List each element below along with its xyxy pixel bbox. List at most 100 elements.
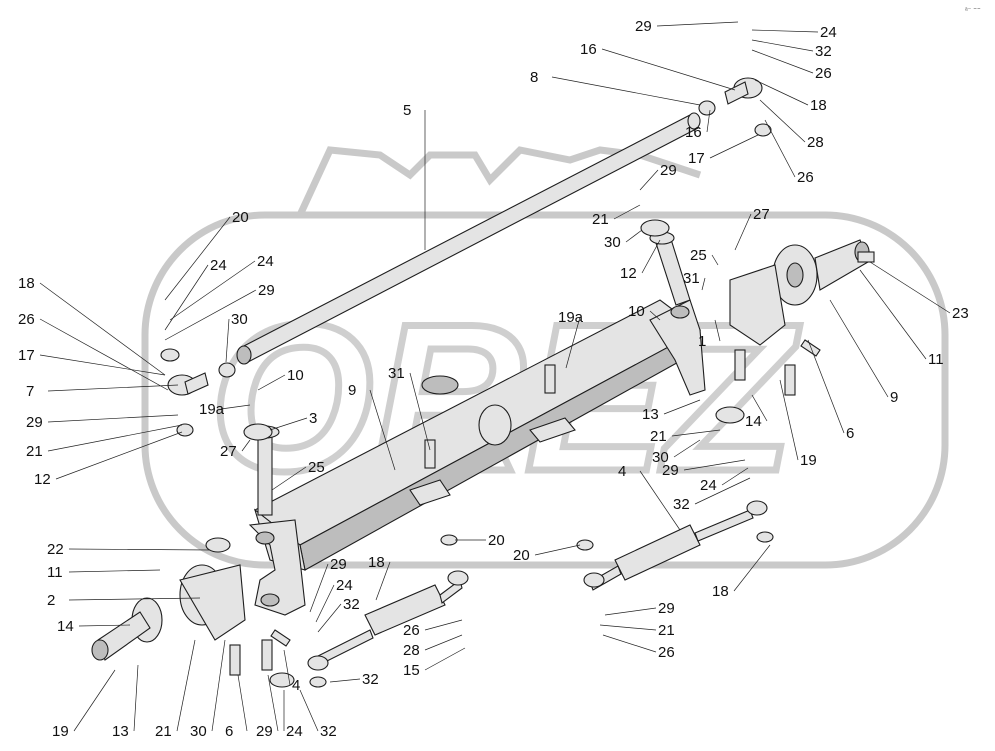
leader-line: [299, 689, 319, 732]
tie-rod: [236, 112, 701, 365]
left-cylinder: [307, 570, 469, 671]
leader-line: [751, 49, 814, 74]
part-label-24: 24: [820, 24, 837, 41]
leader-line: [869, 261, 951, 314]
part-label-23: 23: [952, 305, 969, 322]
leader-line: [565, 316, 581, 369]
leader-line: [39, 282, 166, 376]
part-label-24: 24: [336, 577, 353, 594]
leader-line: [78, 624, 131, 627]
left-hub: [91, 537, 246, 661]
part-label-18: 18: [18, 275, 35, 292]
leader-line: [694, 477, 751, 505]
leader-line: [663, 399, 701, 415]
part-label-16: 16: [685, 124, 702, 141]
small-parts: [160, 77, 821, 688]
leader-line: [47, 384, 179, 392]
part-label-32: 32: [320, 723, 337, 740]
part-label-4: 4: [292, 677, 300, 694]
part-label-20: 20: [232, 209, 249, 226]
leader-line: [641, 239, 661, 274]
leader-line: [375, 561, 391, 601]
leader-line: [779, 379, 799, 461]
leader-line: [721, 467, 749, 486]
leader-line: [237, 674, 248, 732]
leader-line: [169, 260, 256, 321]
leader-line: [733, 544, 771, 592]
leader-line: [164, 264, 209, 331]
leader-line: [807, 339, 845, 434]
part-label-28: 28: [807, 134, 824, 151]
leader-line: [47, 414, 179, 423]
part-label-1: 1: [698, 333, 706, 350]
part-label-26: 26: [658, 644, 675, 661]
leader-line: [604, 607, 657, 616]
leader-line: [47, 424, 183, 452]
leader-line: [267, 674, 279, 732]
part-label-10: 10: [628, 303, 645, 320]
leader-line: [649, 310, 661, 321]
leader-line: [68, 548, 211, 551]
leader-line: [764, 119, 796, 178]
leader-line: [751, 394, 768, 422]
leader-line: [220, 404, 251, 410]
leader-line: [683, 459, 746, 471]
part-label-24: 24: [700, 477, 717, 494]
part-label-19: 19: [52, 723, 69, 740]
part-label-30: 30: [604, 234, 621, 251]
part-label-15: 15: [403, 662, 420, 679]
part-label-3: 3: [309, 410, 317, 427]
part-label-20: 20: [513, 547, 530, 564]
part-label-21: 21: [650, 428, 667, 445]
part-label-20: 20: [488, 532, 505, 549]
leader-line: [625, 229, 643, 243]
part-label-18: 18: [810, 97, 827, 114]
corner-mark: ᵃ⁻ ⁼⁼: [965, 7, 981, 14]
leader-line: [671, 429, 721, 437]
leader-line: [759, 99, 806, 143]
part-label-13: 13: [642, 406, 659, 423]
part-label-26: 26: [18, 311, 35, 328]
part-label-26: 26: [403, 622, 420, 639]
leader-line: [714, 319, 721, 342]
part-label-22: 22: [47, 541, 64, 558]
part-label-12: 12: [620, 265, 637, 282]
leader-line: [269, 417, 308, 431]
leader-line: [315, 584, 335, 623]
part-label-24: 24: [257, 253, 274, 270]
part-label-30: 30: [231, 311, 248, 328]
part-label-12: 12: [34, 471, 51, 488]
leader-line: [711, 254, 719, 266]
part-label-5: 5: [403, 102, 411, 119]
part-label-11: 11: [928, 351, 944, 368]
leader-line: [68, 569, 161, 573]
part-label-21: 21: [592, 211, 609, 228]
leader-line: [656, 21, 739, 27]
part-label-24: 24: [286, 723, 303, 740]
leader-line: [164, 216, 231, 301]
leader-line: [317, 603, 342, 633]
part-label-18: 18: [368, 554, 385, 571]
leader-line: [751, 29, 819, 33]
leader-line: [309, 563, 329, 613]
leader-line: [534, 544, 581, 556]
part-label-25: 25: [690, 247, 707, 264]
part-label-27: 27: [753, 206, 770, 223]
leader-line: [709, 134, 759, 159]
leader-line: [55, 431, 183, 480]
leader-line: [39, 354, 166, 376]
part-label-29: 29: [660, 162, 677, 179]
part-label-13: 13: [112, 723, 129, 740]
leader-line: [551, 76, 701, 106]
leader-line: [424, 619, 463, 631]
leader-line: [133, 664, 139, 732]
part-label-18: 18: [712, 583, 729, 600]
leader-line: [257, 374, 286, 391]
part-label-9: 9: [348, 382, 356, 399]
part-label-19a: 19a: [199, 401, 225, 418]
part-label-32: 32: [343, 596, 360, 613]
part-label-29: 29: [662, 462, 679, 479]
leader-line: [701, 277, 706, 291]
